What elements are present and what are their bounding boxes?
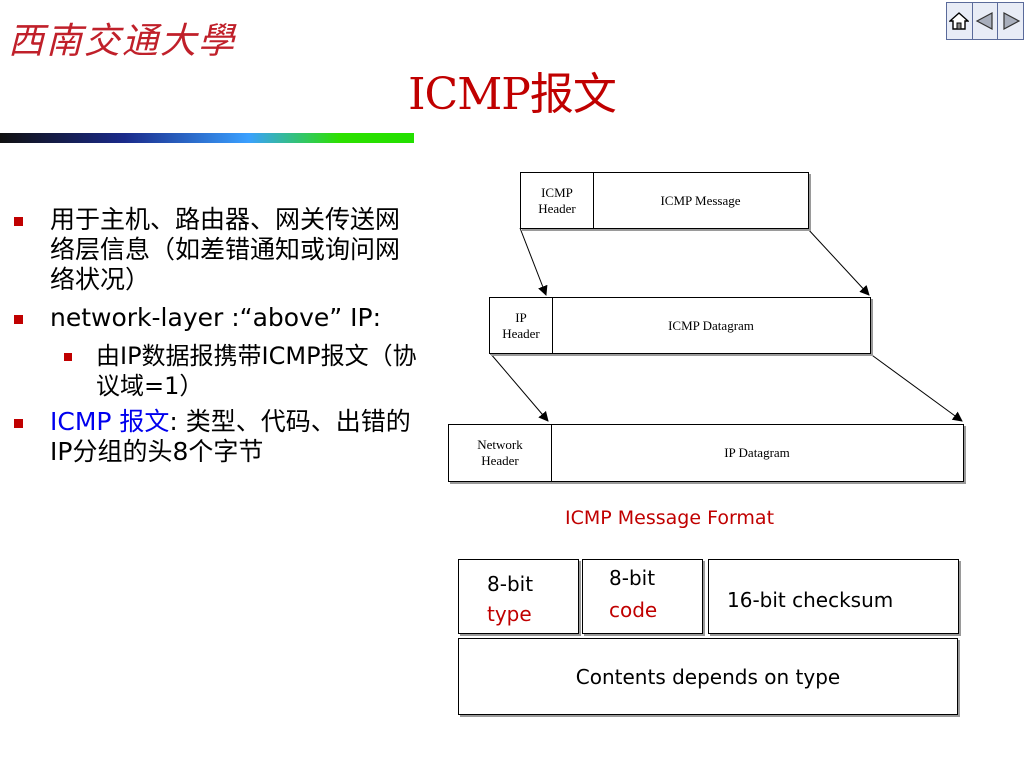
title-underline-bar <box>0 133 414 143</box>
slide-title: ICMP报文 <box>408 69 617 120</box>
bullet-3-rest: : 类型、代码、出错的 IP分组的头8个字节 <box>50 407 411 466</box>
bullet-2-sub: 由IP数据报携带ICMP报文（协议域=1） <box>14 341 424 401</box>
type-field-bits: 8-bit <box>487 572 534 596</box>
encapsulation-arrows <box>489 227 963 422</box>
bullet-2: network-layer :“above” IP: <box>14 303 424 333</box>
triangle-right-icon <box>1003 12 1020 30</box>
bullet-3-highlight: ICMP 报文 <box>50 407 170 436</box>
checksum-field-label: 16-bit checksum <box>727 588 894 612</box>
code-field-label: code <box>609 598 658 622</box>
icmp-header-cell: ICMP Header <box>538 184 576 216</box>
ip-datagram-cell: IP Datagram <box>724 445 790 460</box>
diagram-caption: ICMP Message Format <box>565 507 775 529</box>
ip-packet-box: IP Header ICMP Datagram <box>489 297 871 354</box>
bullet-list: 用于主机、路由器、网关传送网络层信息（如差错通知或询问网络状况） network… <box>14 205 424 475</box>
network-header-cell: Network Header <box>477 437 523 468</box>
checksum-field-box: 16-bit checksum <box>708 559 959 634</box>
logo-text: 西南交通大學 <box>8 21 237 62</box>
icmp-datagram-cell: ICMP Datagram <box>668 317 754 333</box>
university-logo: 西南交通大學 <box>6 8 256 62</box>
code-field-bits: 8-bit <box>609 566 656 590</box>
home-icon <box>949 12 970 30</box>
ip-header-cell: IP Header <box>502 309 540 341</box>
icmp-packet-box: ICMP Header ICMP Message <box>520 172 809 229</box>
triangle-left-icon <box>975 12 993 30</box>
contents-field-box: Contents depends on type <box>458 638 958 715</box>
forward-button[interactable] <box>998 3 1023 39</box>
bullet-3: ICMP 报文: 类型、代码、出错的 IP分组的头8个字节 <box>14 407 424 467</box>
home-button[interactable] <box>947 3 973 39</box>
encapsulation-diagram: ICMP Header ICMP Message IP Header ICMP … <box>440 160 980 500</box>
icmp-message-cell: ICMP Message <box>660 192 741 208</box>
slide-nav <box>946 2 1024 40</box>
type-field-box: 8-bit type <box>458 559 579 634</box>
network-frame-box: Network Header IP Datagram <box>448 424 964 482</box>
contents-field-label: Contents depends on type <box>575 664 841 689</box>
bullet-1: 用于主机、路由器、网关传送网络层信息（如差错通知或询问网络状况） <box>14 205 424 295</box>
code-field-box: 8-bit code <box>582 559 703 634</box>
type-field-label: type <box>487 602 532 626</box>
back-button[interactable] <box>973 3 999 39</box>
